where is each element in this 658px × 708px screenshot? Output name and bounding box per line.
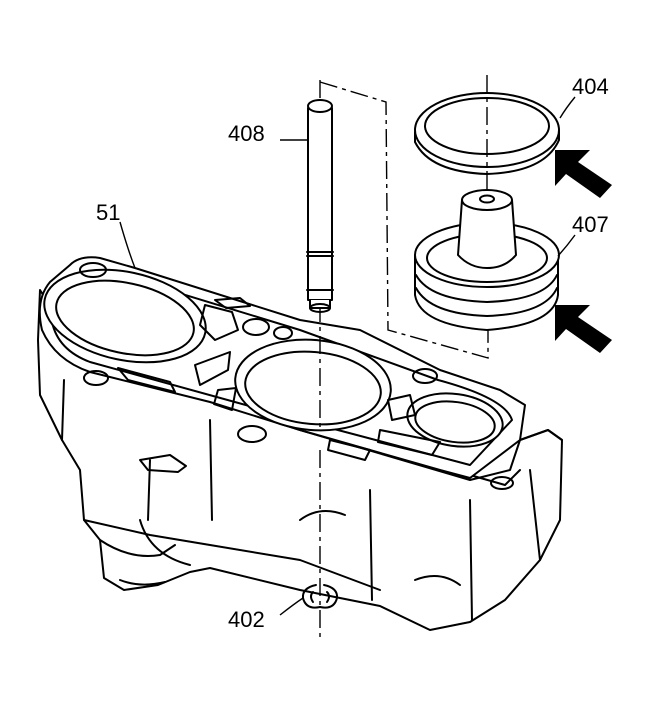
callout-label-404: 404 <box>572 74 609 99</box>
callout-label-408: 408 <box>228 121 265 146</box>
leader-line-402 <box>279 597 304 616</box>
leader-line-404 <box>559 96 576 119</box>
callout-label-51: 51 <box>96 200 120 225</box>
assembly-alignment-line <box>319 81 489 359</box>
arrow-icon <box>555 150 612 198</box>
callout-label-402: 402 <box>228 607 265 632</box>
housing-top-gasket-face <box>38 256 526 490</box>
callout-label-407: 407 <box>572 212 609 237</box>
piston <box>414 189 560 331</box>
housing-body <box>37 289 563 631</box>
leader-line-407 <box>557 234 576 257</box>
arrow-icon <box>555 305 612 353</box>
leader-line-51 <box>119 221 136 269</box>
pin <box>306 99 334 313</box>
